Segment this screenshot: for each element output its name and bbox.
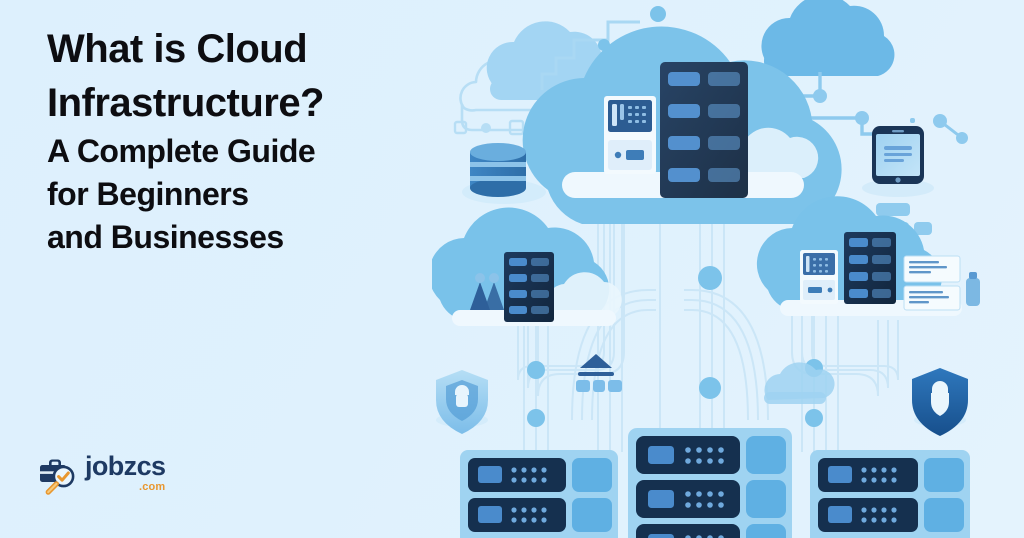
cloud-top-right	[761, 0, 895, 76]
circuit-trace-top-center	[540, 20, 640, 90]
small-cloud-decor	[764, 362, 835, 404]
headline-line-5: and Businesses	[47, 219, 284, 255]
bottom-rack-center	[628, 428, 792, 538]
right-cloud-control-unit	[800, 250, 838, 304]
left-cloud-cones	[470, 273, 504, 310]
main-server-rack	[660, 62, 748, 198]
left-cloud-rack	[504, 252, 554, 322]
right-cloud-rack	[844, 232, 896, 304]
upload-arrow-group	[576, 354, 622, 392]
logo[interactable]: jobzcs .com	[36, 451, 166, 498]
logo-wordmark: jobzcs .com	[85, 451, 166, 493]
bottom-rack-left	[460, 450, 618, 538]
document-cards	[903, 255, 980, 311]
illustration-canvas	[432, 0, 980, 538]
shield-left	[436, 370, 488, 434]
mobile-phone	[862, 126, 934, 197]
database-cylinder	[462, 143, 546, 204]
shield-right	[912, 368, 968, 436]
logo-tld: .com	[138, 481, 166, 493]
cloud-infrastructure-illustration	[432, 0, 1024, 538]
briefcase-magnifier-check-icon	[40, 459, 75, 495]
bottom-rack-right	[810, 450, 970, 538]
page-title: What is Cloud Infrastructure? A Complete…	[47, 22, 447, 259]
headline-line-1: What is Cloud	[47, 27, 308, 71]
headline-line-4: for Beginners	[47, 176, 249, 212]
logo-name: jobzcs	[85, 451, 166, 481]
headline-line-3: A Complete Guide	[47, 133, 316, 169]
headline-line-2: Infrastructure?	[47, 81, 325, 125]
control-panel-unit	[604, 96, 656, 174]
